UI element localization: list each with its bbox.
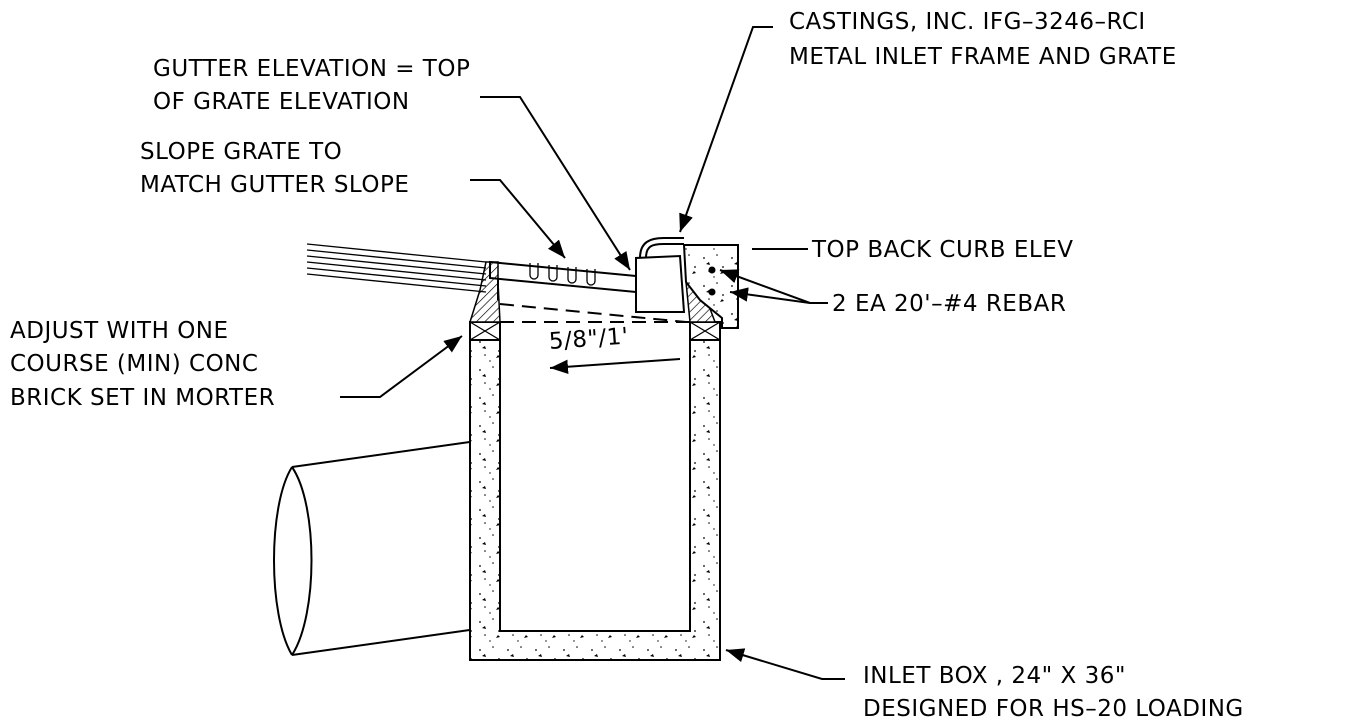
- adjust-brick-line2: COURSE (MIN) CONC: [10, 351, 259, 377]
- slope-value-label: 5/8"/1': [548, 323, 630, 356]
- slope-arrow: [549, 358, 681, 374]
- adjust-brick-line3: BRICK SET IN MORTER: [10, 385, 276, 411]
- leader-lines: [340, 26, 845, 680]
- inlet-box: [469, 339, 721, 661]
- slope-grate-line2: MATCH GUTTER SLOPE: [140, 172, 410, 198]
- adjust-brick-line1: ADJUST WITH ONE: [10, 318, 229, 344]
- inlet-box-line2: DESIGNED FOR HS–20 LOADING: [863, 696, 1244, 722]
- pipe: [273, 437, 499, 656]
- top-back-curb-label: TOP BACK CURB ELEV: [812, 237, 1074, 263]
- gutter-elevation-line2: OF GRATE ELEVATION: [153, 89, 410, 115]
- grate-callout-line1: CASTINGS, INC. IFG–3246–RCI: [789, 9, 1146, 35]
- inlet-box-line1: INLET BOX , 24" X 36": [863, 663, 1126, 689]
- slope-grate-line1: SLOPE GRATE TO: [140, 139, 343, 165]
- inlet-frame: [635, 237, 686, 313]
- grate-callout-line2: METAL INLET FRAME AND GRATE: [789, 44, 1177, 70]
- curb: [682, 244, 739, 329]
- gutter-elevation-line1: GUTTER ELEVATION = TOP: [153, 56, 471, 82]
- rebar-label: 2 EA 20'–#4 REBAR: [832, 291, 1067, 317]
- gutter-surface: [306, 243, 487, 293]
